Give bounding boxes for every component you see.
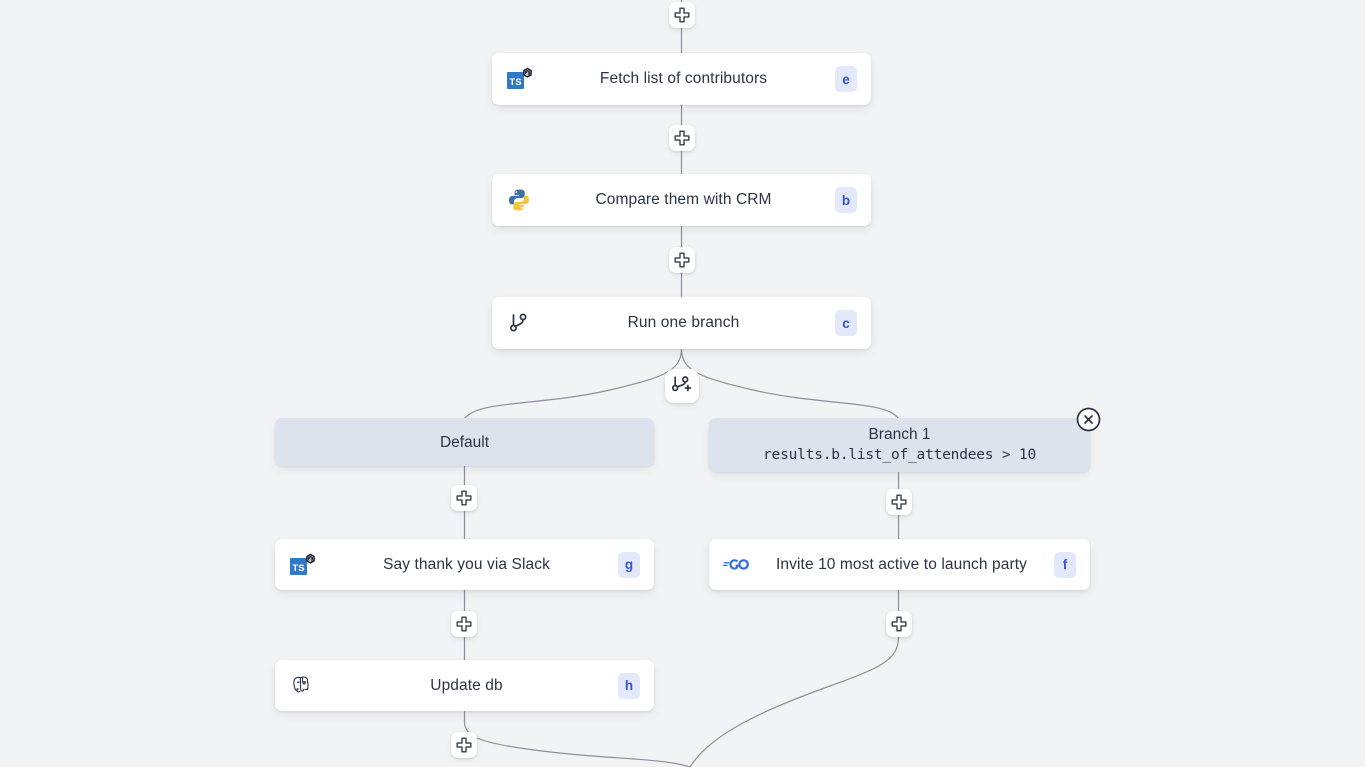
node-title: Compare them with CRM xyxy=(595,191,772,208)
golang-icon xyxy=(723,552,749,578)
node-badge[interactable]: g xyxy=(618,551,640,578)
typescript-node-icon: TS xyxy=(289,552,315,578)
node-badge[interactable]: h xyxy=(618,672,640,699)
add-step-button-after-g[interactable] xyxy=(451,611,477,637)
workflow-node-update-db[interactable]: Update db h xyxy=(275,660,654,711)
add-step-button-branch-1[interactable] xyxy=(886,489,912,515)
node-badge[interactable]: e xyxy=(835,66,857,92)
postgresql-icon xyxy=(289,673,315,699)
workflow-node-fetch-list-of-contributors[interactable]: TS Fetch list of contributors e xyxy=(492,53,871,105)
node-title: Fetch list of contributors xyxy=(599,70,768,87)
workflow-node-compare-them-with-crm[interactable]: Compare them with CRM b xyxy=(492,174,871,226)
add-step-button-after-f[interactable] xyxy=(886,611,912,637)
branch-header-branch-1[interactable]: Branch 1 results.b.list_of_attendees > 1… xyxy=(709,418,1090,472)
svg-text:TS: TS xyxy=(292,563,304,574)
workflow-node-invite-10-most-active-to-launch-party[interactable]: Invite 10 most active to launch party f xyxy=(709,539,1090,590)
add-step-button-after-e[interactable] xyxy=(669,125,695,151)
node-badge[interactable]: c xyxy=(835,310,857,336)
node-badge[interactable]: b xyxy=(835,187,857,213)
add-branch-button[interactable] xyxy=(665,369,699,403)
add-step-button-default-branch[interactable] xyxy=(451,485,477,511)
add-step-button-top[interactable] xyxy=(669,2,695,28)
branch-name: Branch 1 xyxy=(868,426,931,443)
svg-text:TS: TS xyxy=(509,77,521,88)
node-title: Update db xyxy=(430,676,503,694)
node-title: Run one branch xyxy=(627,314,740,331)
workflow-node-say-thank-you-via-slack[interactable]: TS Say thank you via Slack g xyxy=(275,539,654,590)
branch-condition: results.b.list_of_attendees > 10 xyxy=(763,447,1036,463)
branch-name: Default xyxy=(439,433,490,451)
add-step-button-after-b[interactable] xyxy=(669,247,695,273)
branch-header-default[interactable]: Default xyxy=(275,418,654,466)
node-title: Invite 10 most active to launch party xyxy=(776,555,1027,573)
close-icon[interactable] xyxy=(1076,407,1101,432)
node-title: Say thank you via Slack xyxy=(383,555,550,573)
add-step-button-after-h[interactable] xyxy=(451,732,477,758)
workflow-node-run-one-branch[interactable]: Run one branch c xyxy=(492,297,871,349)
node-badge[interactable]: f xyxy=(1054,551,1076,578)
git-branch-icon xyxy=(506,310,532,336)
typescript-node-icon: TS xyxy=(506,66,532,92)
python-icon xyxy=(506,187,532,213)
